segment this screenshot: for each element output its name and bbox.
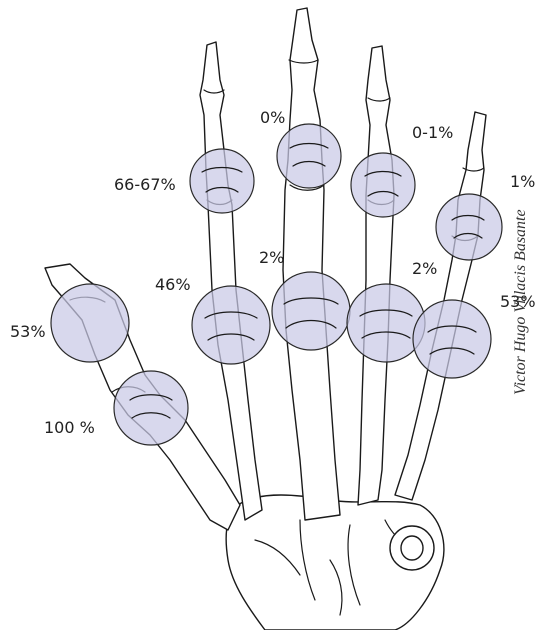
label-thumb-mcp: 100 % bbox=[44, 418, 95, 437]
label-ring-pip: 2% bbox=[412, 259, 437, 278]
label-little-dip: 1% bbox=[510, 172, 535, 191]
ring-finger-bones bbox=[358, 46, 394, 505]
joint-middle-pip bbox=[272, 272, 350, 350]
joint-index-dip bbox=[190, 149, 254, 213]
label-index-pip: 46% bbox=[155, 275, 191, 294]
label-middle-pip: 2% bbox=[259, 248, 284, 267]
label-middle-dip: 0% bbox=[260, 108, 285, 127]
author-signature: Victor Hugo Villacis Basante bbox=[512, 209, 530, 395]
label-thumb-ip: 53% bbox=[10, 322, 46, 341]
joint-little-pip bbox=[413, 300, 491, 378]
joint-ring-pip bbox=[347, 284, 425, 362]
label-ring-dip: 0-1% bbox=[412, 123, 453, 142]
joint-index-pip bbox=[192, 286, 270, 364]
joint-thumb-ip bbox=[51, 284, 129, 362]
joint-ring-dip bbox=[351, 153, 415, 217]
index-finger-bones bbox=[200, 42, 262, 520]
joint-thumb-mcp bbox=[114, 371, 188, 445]
joint-middle-dip bbox=[277, 124, 341, 188]
joint-little-dip bbox=[436, 194, 502, 260]
label-index-dip: 66-67% bbox=[114, 175, 176, 194]
middle-finger-bones bbox=[283, 8, 340, 520]
